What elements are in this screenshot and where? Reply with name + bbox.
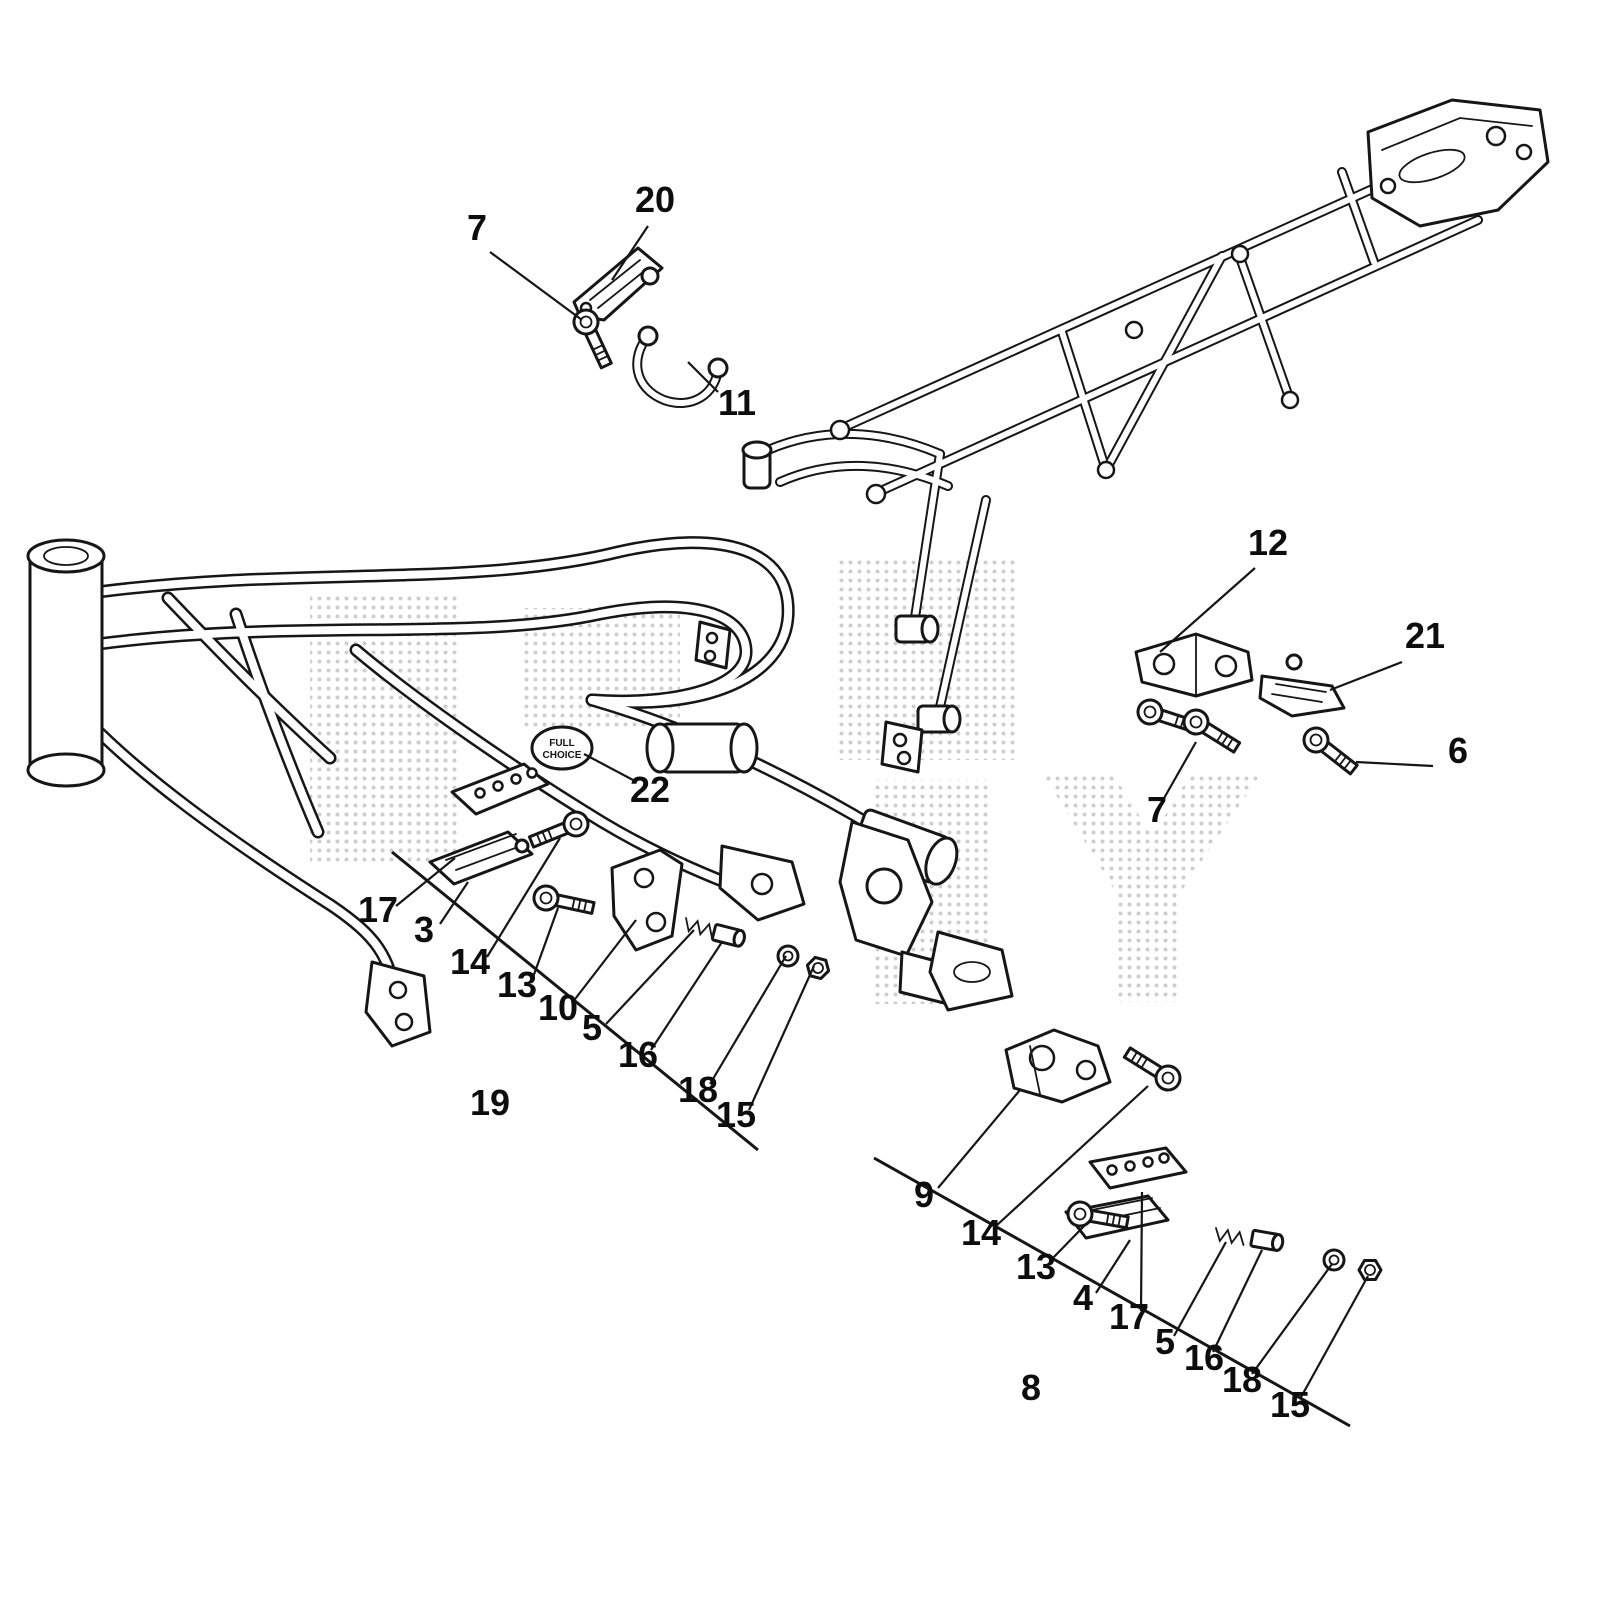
callout-21: 21 [1405, 615, 1445, 656]
callout-14a: 14 [450, 941, 490, 982]
peg-body-3 [428, 830, 534, 886]
peg-rubber-17-right [1088, 1146, 1188, 1190]
pin-16-right [1249, 1228, 1286, 1253]
footpeg-21 [1258, 674, 1346, 718]
callout-14b: 14 [961, 1212, 1001, 1253]
washer-18-right [1322, 1248, 1346, 1272]
callout-11: 11 [718, 382, 756, 423]
rear-subframe [741, 98, 1550, 734]
callout-6: 6 [1448, 730, 1468, 771]
callout-16a: 16 [618, 1034, 658, 1075]
bolt-6 [1297, 721, 1363, 781]
bolt-13-left [530, 882, 597, 922]
leader-lines [395, 225, 1434, 1400]
callout-18a: 18 [678, 1069, 718, 1110]
callout-7b: 7 [1147, 789, 1167, 830]
callout-19: 19 [470, 1082, 510, 1123]
screw-14-right [1119, 1040, 1187, 1097]
frame-tag-22: FULL CHOICE [530, 725, 594, 771]
right-rider-peg-assembly [1004, 1028, 1383, 1281]
tag-line1: FULL [549, 738, 575, 749]
callout-17b: 17 [1109, 1296, 1149, 1337]
engine-bracket [364, 960, 432, 1048]
spring-5-left [681, 917, 716, 939]
callout-20: 20 [635, 179, 675, 220]
callout-16b: 16 [1184, 1337, 1224, 1378]
callout-7a: 7 [467, 207, 487, 248]
callout-3: 3 [414, 909, 434, 950]
callout-13a: 13 [497, 964, 537, 1005]
callout-15b: 15 [1270, 1384, 1310, 1425]
rear-mount-plate [928, 930, 1014, 1012]
pin-16-left [710, 922, 748, 949]
group-separator-lines [391, 850, 1351, 1428]
screw-14-left [525, 806, 594, 855]
bracket-9 [1004, 1028, 1112, 1104]
callout-9: 9 [914, 1174, 934, 1215]
steering-head [28, 554, 104, 772]
left-rider-peg-assembly [428, 762, 833, 982]
callout-10: 10 [538, 987, 578, 1028]
main-frame [26, 540, 1014, 1048]
callout-17a: 17 [358, 889, 398, 930]
bracket-11 [637, 325, 659, 347]
spring-5-right [1213, 1227, 1247, 1246]
rear-passenger-peg-assembly [1133, 632, 1363, 781]
front-footpeg-assembly [568, 246, 729, 408]
callouts: 20 7 11 12 21 6 7 22 17 3 14 13 10 5 16 … [358, 179, 1468, 1425]
callout-13b: 13 [1016, 1246, 1056, 1287]
bolt-7-rear-b [1177, 703, 1245, 760]
nut-15-right [1357, 1259, 1383, 1281]
callout-22: 22 [630, 769, 670, 810]
callout-15a: 15 [716, 1094, 756, 1135]
callout-8: 8 [1021, 1367, 1041, 1408]
callout-4: 4 [1073, 1277, 1093, 1318]
halftone-watermark [310, 560, 1262, 1004]
tag-line2: CHOICE [543, 750, 582, 761]
callout-5b: 5 [1155, 1321, 1175, 1362]
callout-18b: 18 [1222, 1359, 1262, 1400]
peg-holder-10 [610, 848, 684, 952]
callout-5a: 5 [582, 1007, 602, 1048]
callout-12: 12 [1248, 522, 1288, 563]
